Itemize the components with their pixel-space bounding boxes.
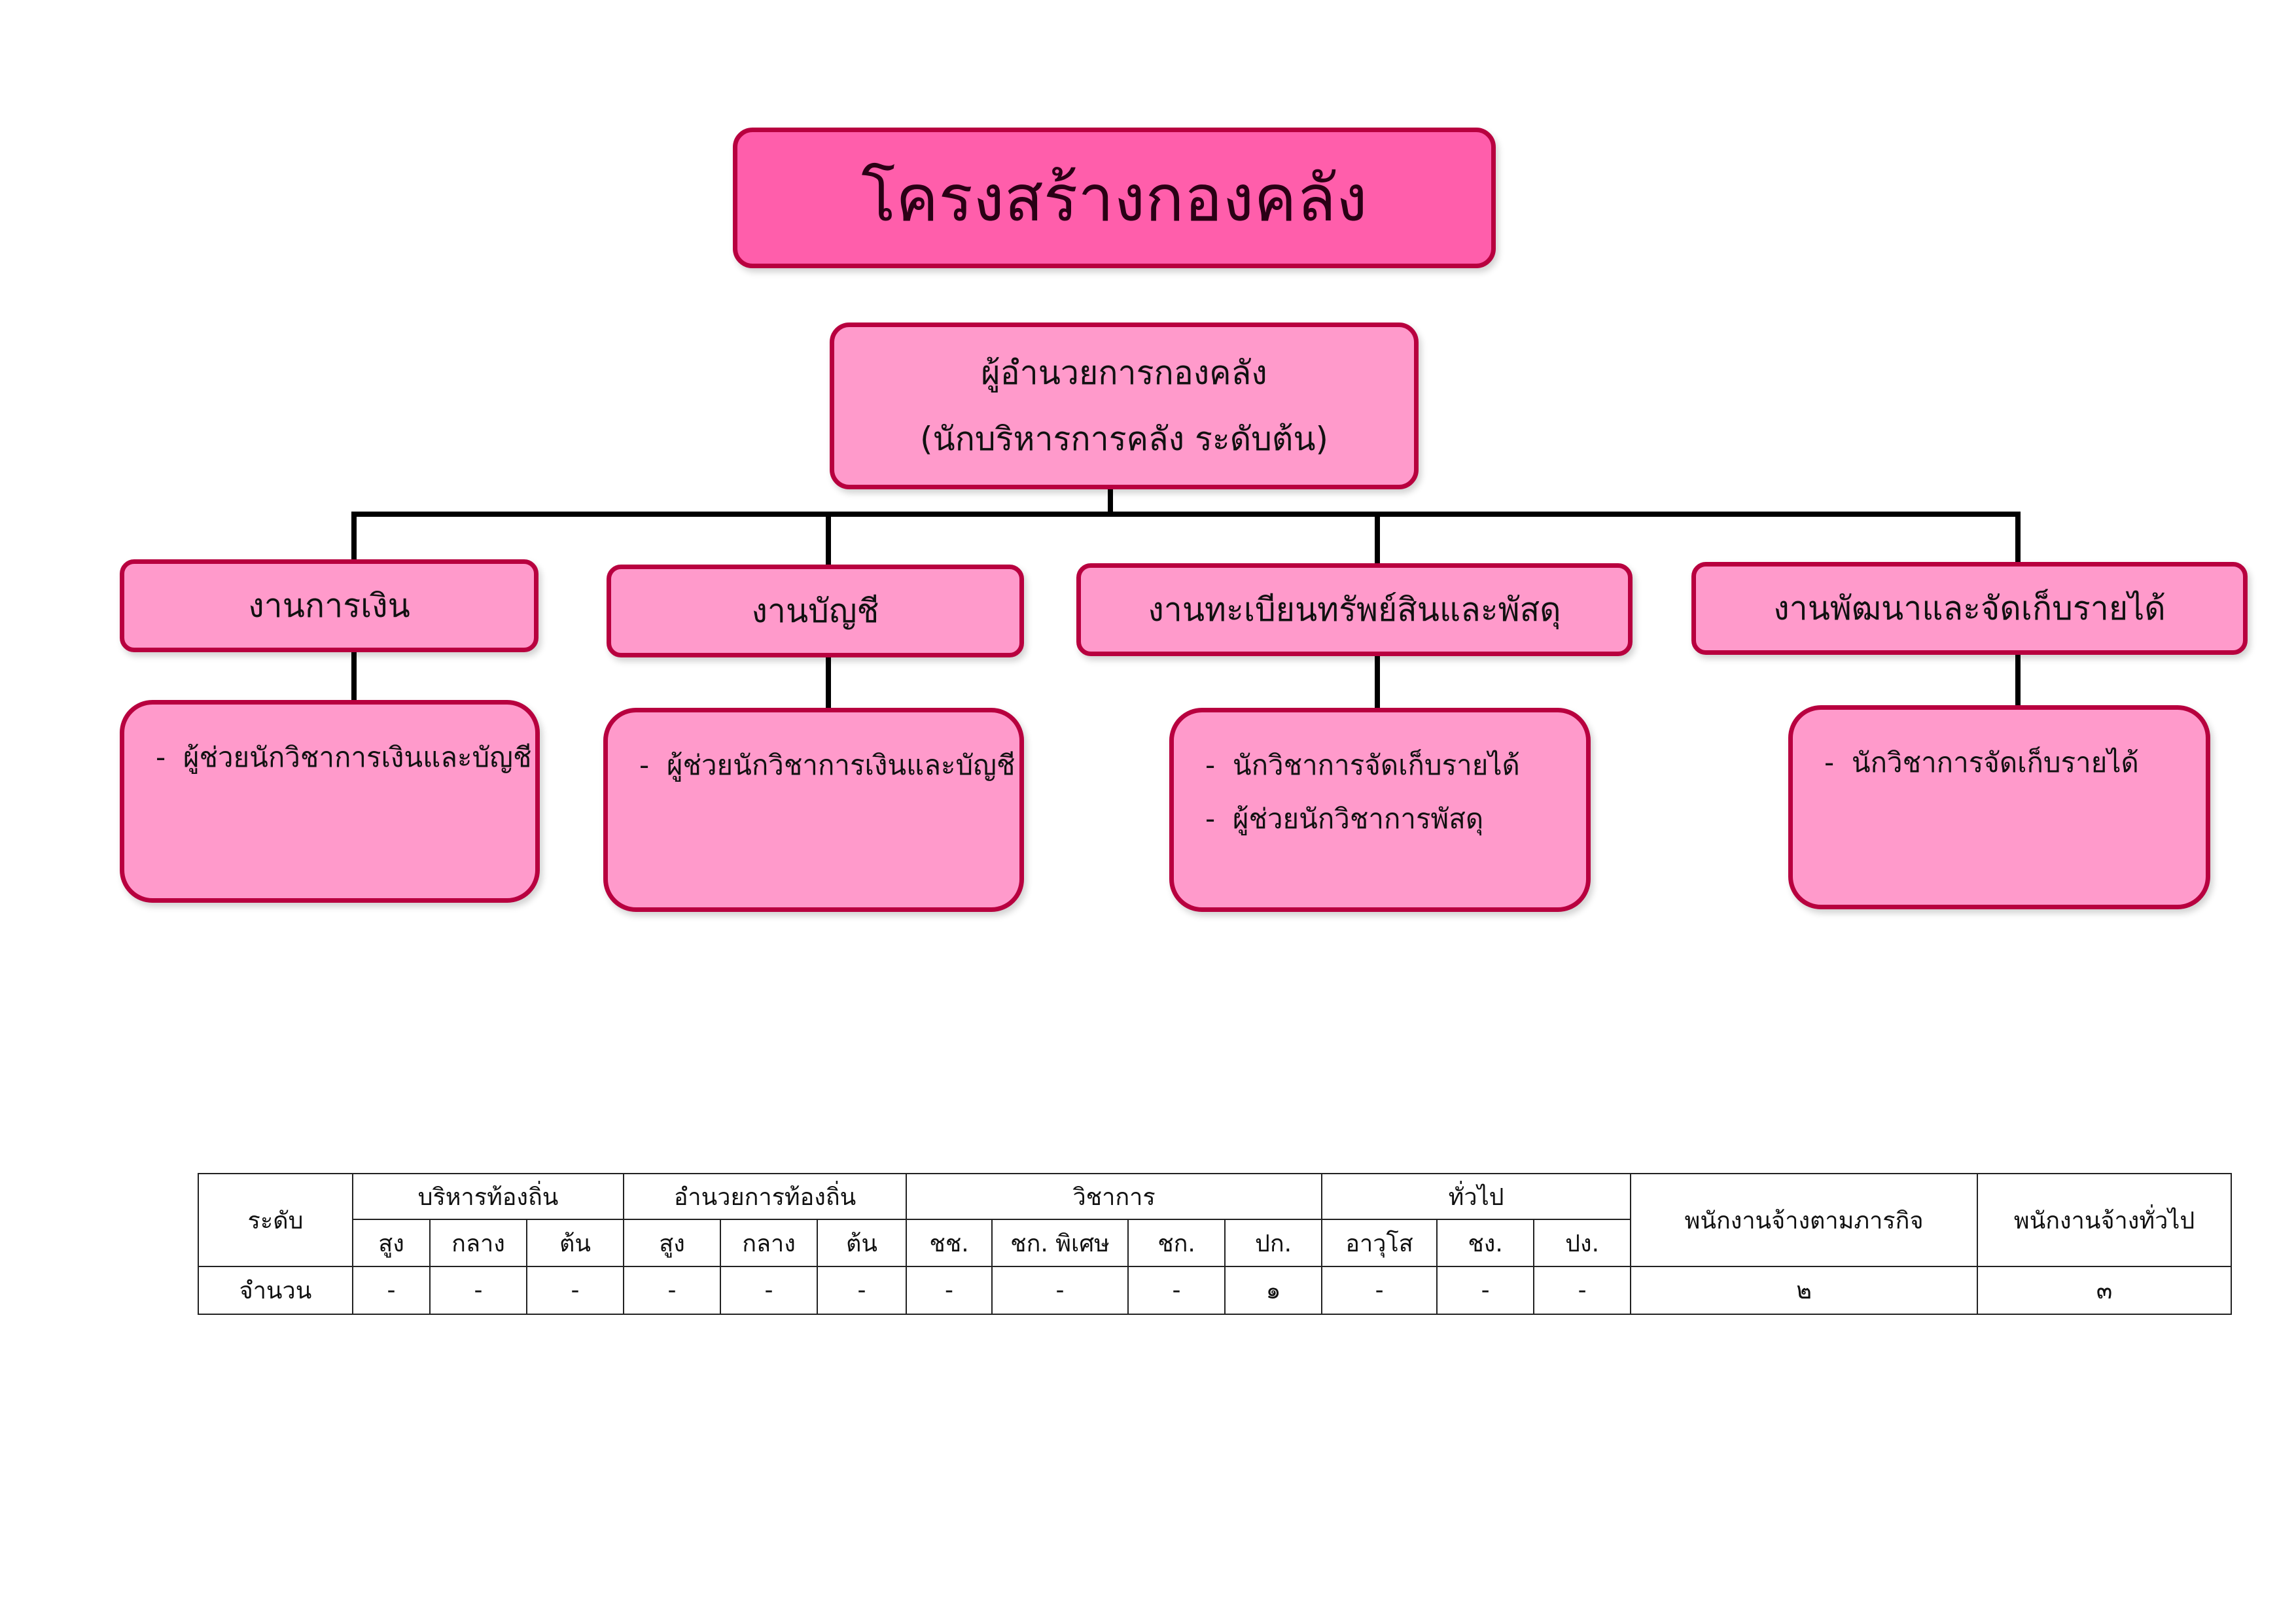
count-cell: ๑: [1224, 1266, 1323, 1315]
position-item: - นักวิชาการจัดเก็บรายได้: [1205, 749, 1520, 781]
dept-label: งานทะเบียนทรัพย์สินและพัสดุ: [1148, 590, 1561, 629]
connector-pos-2: [826, 656, 831, 710]
chart-title: โครงสร้างกองคลัง: [861, 161, 1368, 236]
count-cell: -: [1127, 1266, 1226, 1315]
count-label: จำนวน: [198, 1266, 353, 1315]
positions-revenue: - นักวิชาการจัดเก็บรายได้: [1788, 705, 2210, 909]
connector-dept-3: [1375, 512, 1380, 568]
count-cell: -: [1436, 1266, 1535, 1315]
group-header-local-admin: บริหารท้องถิ่น: [351, 1173, 625, 1220]
dept-assets-supplies: งานทะเบียนทรัพย์สินและพัสดุ: [1076, 563, 1633, 656]
group-header-general: ทั่วไป: [1321, 1173, 1632, 1220]
head-title: ผู้อำนวยการกองคลัง: [981, 353, 1267, 392]
positions-assets-supplies: - นักวิชาการจัดเก็บรายได้ - ผู้ช่วยนักวิ…: [1169, 708, 1591, 912]
staff-table: ระดับ บริหารท้องถิ่น อำนวยการท้องถิ่น วิ…: [198, 1173, 2233, 1315]
dept-label: งานบัญชี: [751, 591, 879, 630]
positions-finance: - ผู้ช่วยนักวิชาการเงินและบัญชี: [120, 700, 540, 903]
group-header-academic: วิชาการ: [906, 1173, 1323, 1220]
chart-title-box: โครงสร้างกองคลัง: [733, 128, 1496, 268]
sub-header: ชก.: [1127, 1219, 1226, 1267]
connector-dept-2: [826, 512, 831, 569]
sub-header: ปง.: [1533, 1219, 1632, 1267]
count-cell: -: [991, 1266, 1129, 1315]
sub-header: สูง: [623, 1219, 722, 1267]
count-cell: ๒: [1630, 1266, 1979, 1315]
connector-pos-4: [2015, 655, 2021, 707]
dept-accounting: งานบัญชี: [607, 565, 1024, 657]
dept-revenue: งานพัฒนาและจัดเก็บรายได้: [1691, 562, 2248, 655]
head-subtitle: (นักบริหารการคลัง ระดับต้น): [919, 419, 1329, 458]
connector-horizontal: [351, 512, 2021, 517]
head-box: ผู้อำนวยการกองคลัง (นักบริหารการคลัง ระด…: [830, 323, 1419, 489]
sub-header: ปก.: [1224, 1219, 1323, 1267]
count-cell: -: [720, 1266, 819, 1315]
sub-header: ชช.: [906, 1219, 993, 1267]
position-item: - นักวิชาการจัดเก็บรายได้: [1824, 746, 2139, 778]
level-header: ระดับ: [198, 1173, 353, 1267]
sub-header: กลาง: [720, 1219, 819, 1267]
position-item: - ผู้ช่วยนักวิชาการเงินและบัญชี: [639, 749, 1016, 781]
dept-label: งานการเงิน: [248, 586, 410, 625]
sub-header: ต้น: [817, 1219, 908, 1267]
count-cell: -: [525, 1266, 625, 1315]
count-cell: -: [1321, 1266, 1438, 1315]
position-item: - ผู้ช่วยนักวิชาการเงินและบัญชี: [156, 741, 532, 773]
connector-pos-3: [1375, 656, 1380, 710]
connector-dept-1: [351, 512, 357, 564]
sub-header: อาวุโส: [1321, 1219, 1438, 1267]
mission-staff-header: พนักงานจ้างตามภารกิจ: [1630, 1173, 1979, 1267]
count-cell: -: [352, 1266, 431, 1315]
sub-header: ชง.: [1436, 1219, 1535, 1267]
count-cell: -: [429, 1266, 527, 1315]
count-cell: -: [623, 1266, 722, 1315]
sub-header: กลาง: [429, 1219, 527, 1267]
count-cell: -: [817, 1266, 908, 1315]
positions-accounting: - ผู้ช่วยนักวิชาการเงินและบัญชี: [603, 708, 1024, 912]
sub-header: ต้น: [525, 1219, 625, 1267]
position-item: - ผู้ช่วยนักวิชาการพัสดุ: [1205, 803, 1484, 835]
general-staff-header: พนักงานจ้างทั่วไป: [1977, 1173, 2233, 1267]
sub-header: สูง: [352, 1219, 431, 1267]
count-cell: ๓: [1977, 1266, 2233, 1315]
connector-dept-4: [2015, 512, 2021, 567]
sub-header: ชก. พิเศษ: [991, 1219, 1129, 1267]
connector-pos-1: [351, 651, 357, 702]
connector-head-down: [1108, 489, 1113, 517]
count-cell: -: [906, 1266, 993, 1315]
dept-label: งานพัฒนาและจัดเก็บรายได้: [1773, 589, 2166, 627]
group-header-local-director: อำนวยการท้องถิ่น: [623, 1173, 908, 1220]
count-cell: -: [1533, 1266, 1632, 1315]
dept-finance: งานการเงิน: [120, 559, 539, 652]
